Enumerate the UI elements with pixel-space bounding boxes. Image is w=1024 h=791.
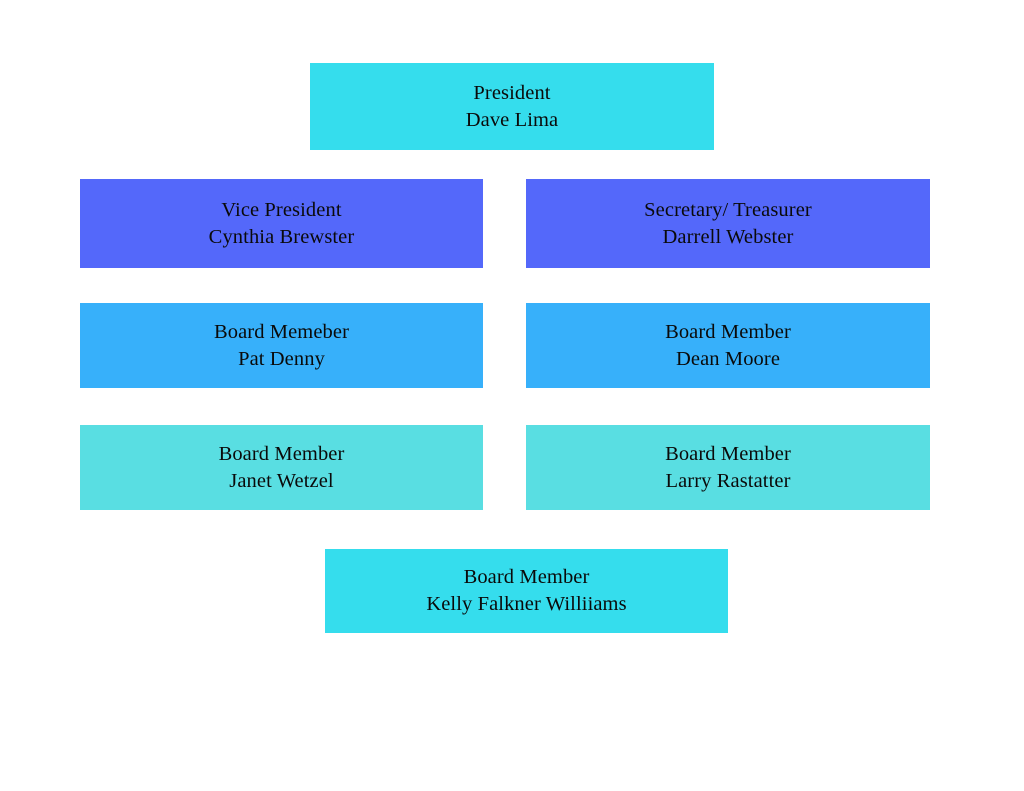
- org-node-board-member-larry-rastatter[interactable]: Board Member Larry Rastatter: [526, 425, 930, 510]
- org-node-secretary-treasurer[interactable]: Secretary/ Treasurer Darrell Webster: [526, 179, 930, 268]
- org-node-person: Larry Rastatter: [665, 469, 791, 492]
- org-node-board-member-pat-denny[interactable]: Board Memeber Pat Denny: [80, 303, 483, 388]
- org-node-title: Board Memeber: [213, 320, 350, 343]
- org-node-board-member-janet-wetzel[interactable]: Board Member Janet Wetzel: [80, 425, 483, 510]
- org-node-board-member-dean-moore[interactable]: Board Member Dean Moore: [526, 303, 930, 388]
- org-node-title: Vice President: [221, 198, 342, 221]
- org-node-title: Board Member: [463, 566, 590, 589]
- org-node-title: Board Member: [665, 442, 791, 465]
- org-node-person: Dean Moore: [675, 347, 781, 370]
- org-node-title: President: [473, 81, 551, 104]
- org-node-person: Janet Wetzel: [229, 469, 334, 492]
- org-node-title: Board Member: [218, 442, 345, 465]
- org-node-person: Cynthia Brewster: [208, 225, 355, 248]
- org-node-title: Board Member: [665, 320, 791, 343]
- org-node-person: Pat Denny: [238, 347, 325, 370]
- org-node-person: Kelly Falkner Williiams: [426, 593, 627, 615]
- org-node-board-member-kelly-falkner-williiams[interactable]: Board Member Kelly Falkner Williiams: [325, 549, 728, 633]
- org-node-vice-president[interactable]: Vice President Cynthia Brewster: [80, 179, 483, 268]
- org-node-person: Darrell Webster: [662, 225, 794, 248]
- org-node-person: Dave Lima: [465, 108, 559, 131]
- org-node-title: Secretary/ Treasurer: [644, 198, 812, 221]
- org-node-president[interactable]: President Dave Lima: [310, 63, 714, 150]
